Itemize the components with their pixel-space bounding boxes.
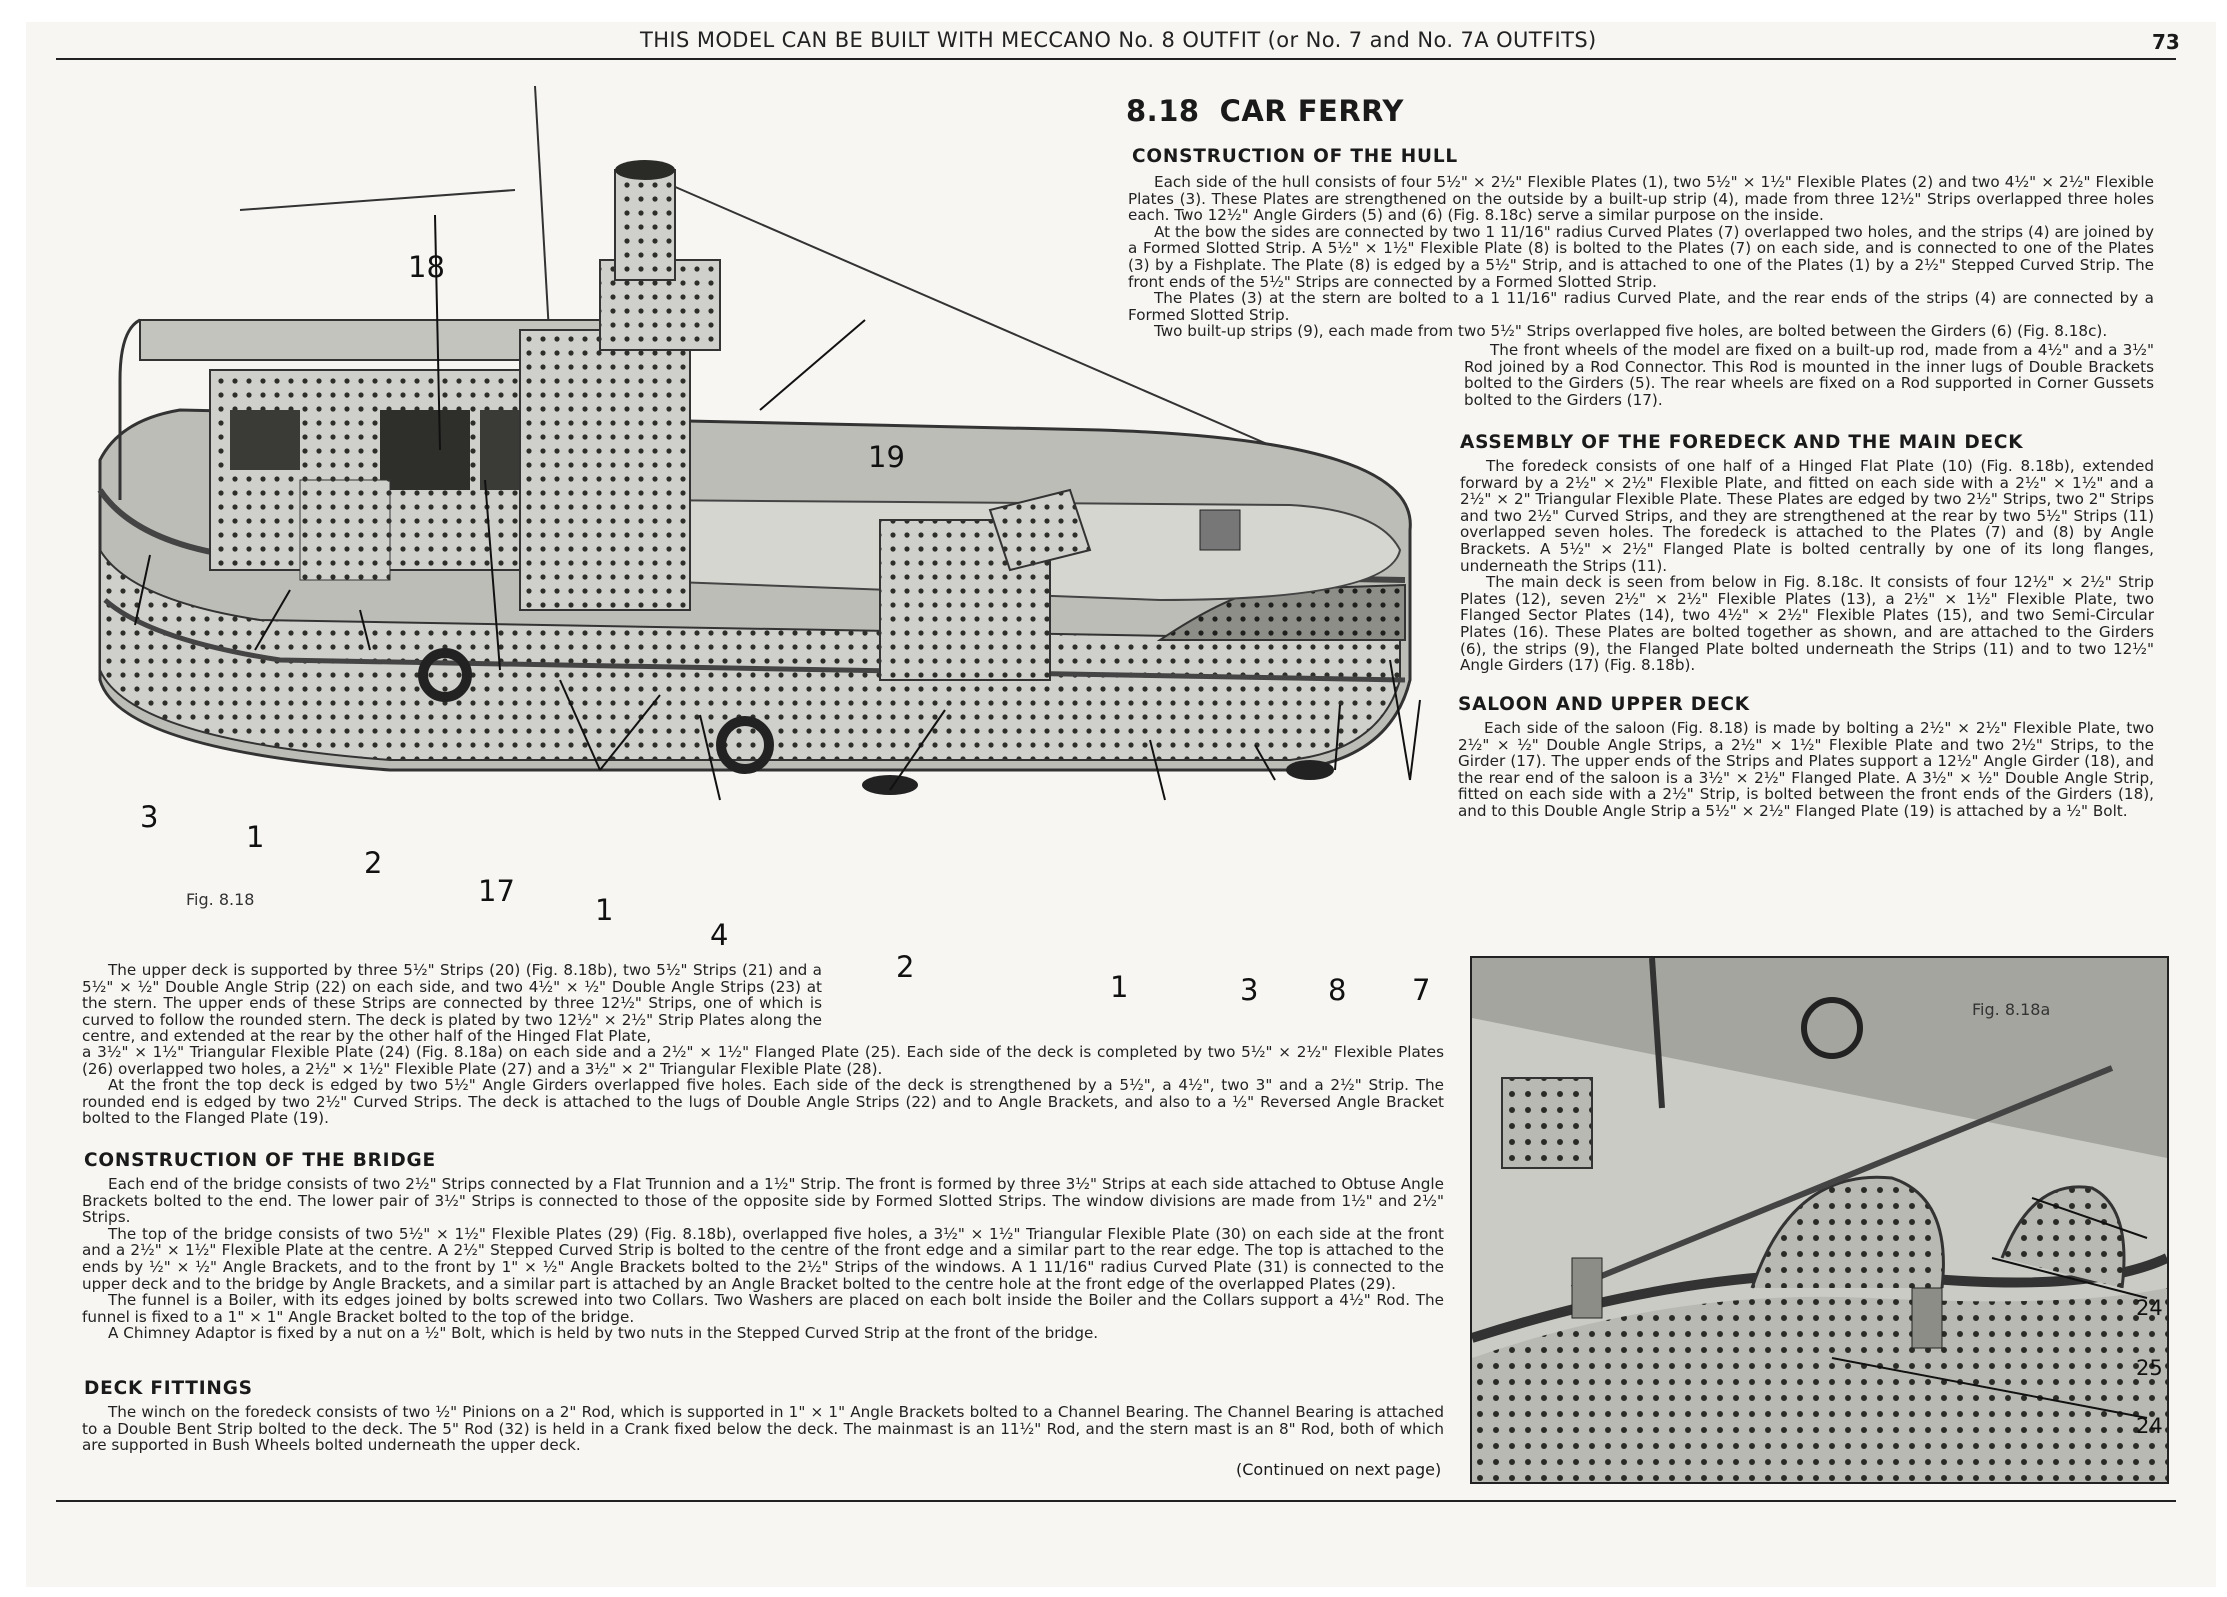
callout-lines — [134, 214, 1421, 801]
heading-deck-fittings: DECK FITTINGS — [84, 1378, 253, 1399]
hull-paragraph: Two built-up strips (9), each made from … — [1154, 322, 2108, 341]
callout-1: 1 — [246, 820, 265, 854]
heading-saloon: SALOON AND UPPER DECK — [1458, 694, 1750, 715]
deck-fittings-text: The winch on the foredeck consists of tw… — [82, 1404, 1444, 1454]
page-number: 73 — [2152, 30, 2180, 54]
figure-label-inset: Fig. 8.18a — [1972, 1000, 2051, 1019]
saloon-paragraph: Each side of the saloon (Fig. 8.18) is m… — [1458, 719, 2154, 820]
upper-deck-paragraph: a 3½" × 1½" Triangular Flexible Plate (2… — [82, 1043, 1444, 1078]
callout-3: 3 — [140, 800, 159, 834]
model-name: CAR FERRY — [1219, 94, 1404, 128]
front-wheels-text: The front wheels of the model are fixed … — [1464, 342, 2154, 408]
heading-bridge: CONSTRUCTION OF THE BRIDGE — [84, 1150, 436, 1171]
upper-deck-detail — [1472, 958, 2167, 1482]
deck-fittings-paragraph: The winch on the foredeck consists of tw… — [82, 1403, 1444, 1455]
callout-25: 25 — [2136, 1356, 2163, 1380]
model-number: 8.18 — [1126, 94, 1200, 128]
callout-4: 4 — [710, 918, 729, 952]
hull-text: Each side of the hull consists of four 5… — [1128, 174, 2154, 340]
foredeck-paragraph: The main deck is seen from below in Fig.… — [1460, 573, 2154, 675]
bridge — [519, 160, 721, 611]
callout-24: 24 — [2136, 1296, 2163, 1320]
callout-1: 1 — [1110, 970, 1129, 1004]
callout-8: 8 — [1328, 973, 1347, 1007]
foredeck-fittings — [879, 488, 1241, 681]
inset-photo — [1470, 956, 2169, 1484]
foredeck-paragraph: The foredeck consists of one half of a H… — [1460, 457, 2154, 575]
car-ferry-photo — [97, 85, 1421, 801]
continued-note: (Continued on next page) — [1236, 1460, 1442, 1479]
callout-24: 24 — [2136, 1414, 2163, 1438]
upper-deck-paragraph: At the front the top deck is edged by tw… — [82, 1076, 1444, 1128]
heading-foredeck: ASSEMBLY OF THE FOREDECK AND THE MAIN DE… — [1460, 432, 2024, 453]
hull-paragraph: At the bow the sides are connected by tw… — [1128, 222, 2154, 291]
bridge-paragraph: Each end of the bridge consists of two 2… — [82, 1175, 1444, 1227]
callout-3: 3 — [1240, 973, 1259, 1007]
heading-hull: CONSTRUCTION OF THE HULL — [1132, 146, 1458, 167]
bridge-paragraph: A Chimney Adaptor is fixed by a nut on a… — [108, 1324, 1099, 1343]
bridge-text: Each end of the bridge consists of two 2… — [82, 1176, 1444, 1342]
hull-paragraph: Each side of the hull consists of four 5… — [1128, 173, 2154, 225]
wheels-paragraph: The front wheels of the model are fixed … — [1464, 341, 2154, 409]
upper-deck-text-narrow: The upper deck is supported by three 5½"… — [82, 962, 822, 1045]
callout-1: 1 — [595, 893, 614, 927]
callout-19: 19 — [868, 440, 905, 474]
header-rule — [56, 58, 2176, 60]
callout-7: 7 — [1412, 973, 1431, 1007]
foredeck-text: The foredeck consists of one half of a H… — [1460, 458, 2154, 674]
callout-2: 2 — [896, 950, 915, 984]
saloon-text: Each side of the saloon (Fig. 8.18) is m… — [1458, 720, 2154, 820]
callout-17: 17 — [478, 874, 515, 908]
callout-18: 18 — [408, 250, 445, 284]
figure-label-main: Fig. 8.18 — [186, 890, 255, 909]
wheels — [862, 760, 1334, 795]
bridge-paragraph: The funnel is a Boiler, with its edges j… — [82, 1291, 1444, 1326]
lifebuoys — [418, 648, 774, 774]
model-title: 8.18 CAR FERRY — [1126, 94, 1404, 128]
header-title: THIS MODEL CAN BE BUILT WITH MECCANO No.… — [640, 28, 1597, 52]
upper-deck-paragraph: The upper deck is supported by three 5½"… — [82, 961, 822, 1046]
upper-deck-text-wide: a 3½" × 1½" Triangular Flexible Plate (2… — [82, 1044, 1444, 1127]
footer-rule — [56, 1500, 2176, 1502]
callout-2: 2 — [364, 846, 383, 880]
hull-paragraph: The Plates (3) at the stern are bolted t… — [1128, 289, 2154, 324]
bridge-paragraph: The top of the bridge consists of two 5½… — [82, 1224, 1444, 1293]
